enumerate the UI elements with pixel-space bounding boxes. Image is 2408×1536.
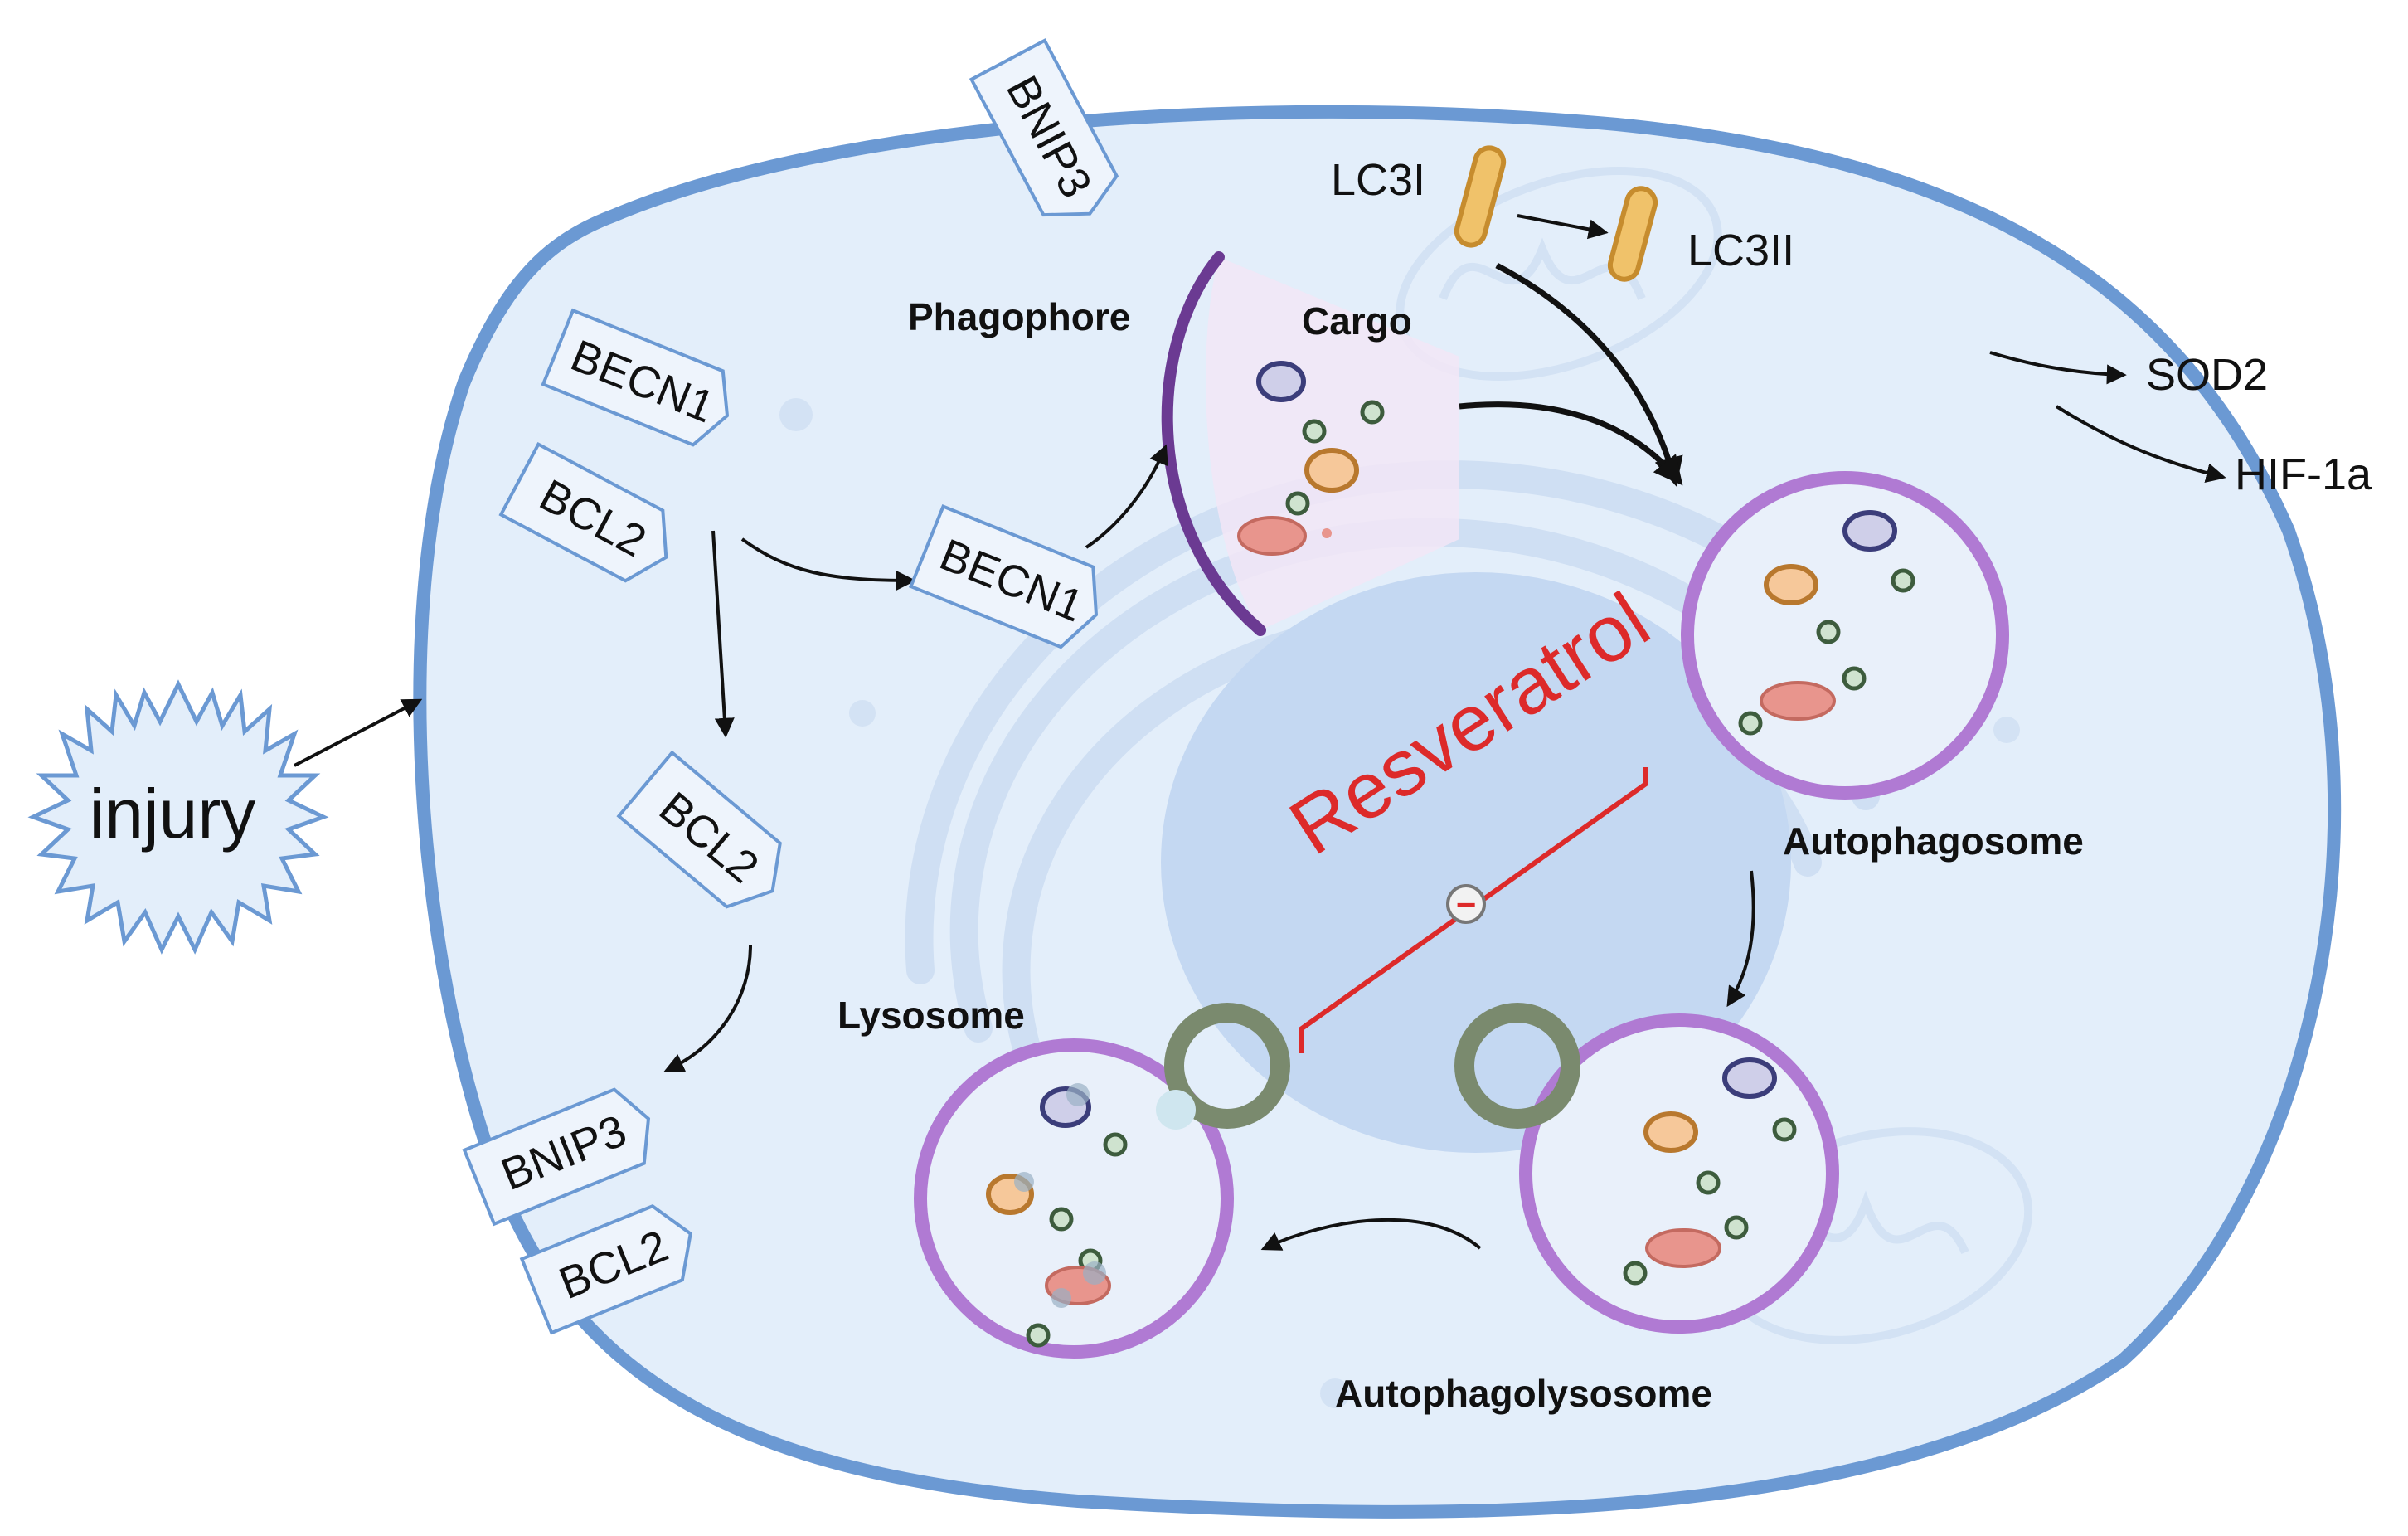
lc3-rods [1454, 145, 1658, 282]
lysosome-label: Lysosome [837, 994, 1025, 1037]
phagophore [1161, 251, 1459, 636]
nucleus [1161, 572, 1791, 1153]
major-arrows [1459, 262, 1683, 487]
autophagosome-label: Autophagosome [1783, 819, 2084, 863]
phagophore-label: Phagophore [908, 295, 1130, 338]
autophagosome [1681, 471, 2009, 800]
injury-label: injury [90, 775, 256, 853]
lc3ii-label: LC3II [1687, 226, 1794, 275]
lysosome-vesicle [914, 1038, 1234, 1359]
cytoplasm-dots [779, 398, 2020, 1408]
autophagolysosome [1519, 1013, 1839, 1334]
cargo-label: Cargo [1302, 299, 1412, 343]
lc3i-label: LC3I [1331, 155, 1425, 205]
hif1a-label: HIF-1a [2235, 450, 2372, 499]
mitochondrion-faint [1396, 167, 2033, 1344]
autophagolysosome-label: Autophagolysosome [1335, 1372, 1712, 1415]
sod2-label: SOD2 [2146, 350, 2268, 400]
inhibit-marker [1446, 884, 1486, 924]
injury-star [27, 679, 329, 955]
pathway-arrows [294, 214, 2226, 1251]
lysosome-rings [1156, 1003, 1580, 1130]
inhibit-symbol: − [1456, 885, 1477, 924]
